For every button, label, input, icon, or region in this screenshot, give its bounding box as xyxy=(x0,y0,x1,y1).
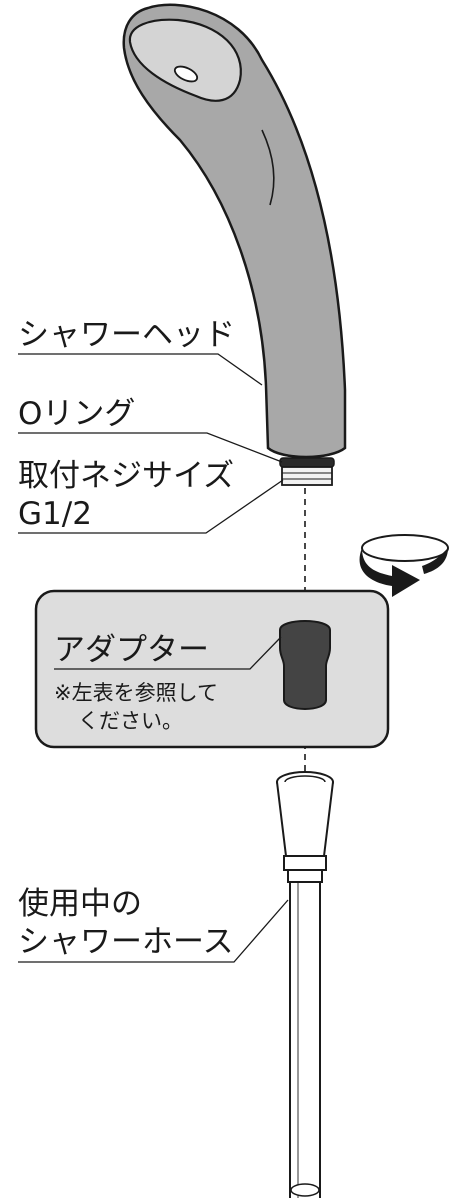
adapter-note-line2: ください。 xyxy=(78,709,183,733)
o-ring xyxy=(279,457,335,468)
leader-shower-head xyxy=(18,353,263,386)
label-hose-line1: 使用中の xyxy=(18,886,142,922)
leader-o-ring xyxy=(18,432,283,463)
leader-adapter xyxy=(54,636,282,670)
label-o-ring: Oリング xyxy=(18,396,136,432)
label-adapter: アダプター xyxy=(54,632,209,668)
label-hose-line2: シャワーホース xyxy=(18,924,234,960)
shower-hose xyxy=(276,771,334,1198)
leader-hose xyxy=(18,899,289,963)
rotation-arrow-icon xyxy=(359,534,449,597)
label-thread-size-value: G1/2 xyxy=(18,496,92,532)
adapter xyxy=(279,620,331,710)
thread xyxy=(281,466,333,486)
label-shower-head: シャワーヘッド xyxy=(18,317,235,353)
leader-thread-size xyxy=(18,479,284,534)
shower-head xyxy=(122,3,347,459)
label-thread-size: 取付ネジサイズ xyxy=(18,458,235,494)
adapter-note-line1: ※左表を参照して xyxy=(54,681,218,705)
